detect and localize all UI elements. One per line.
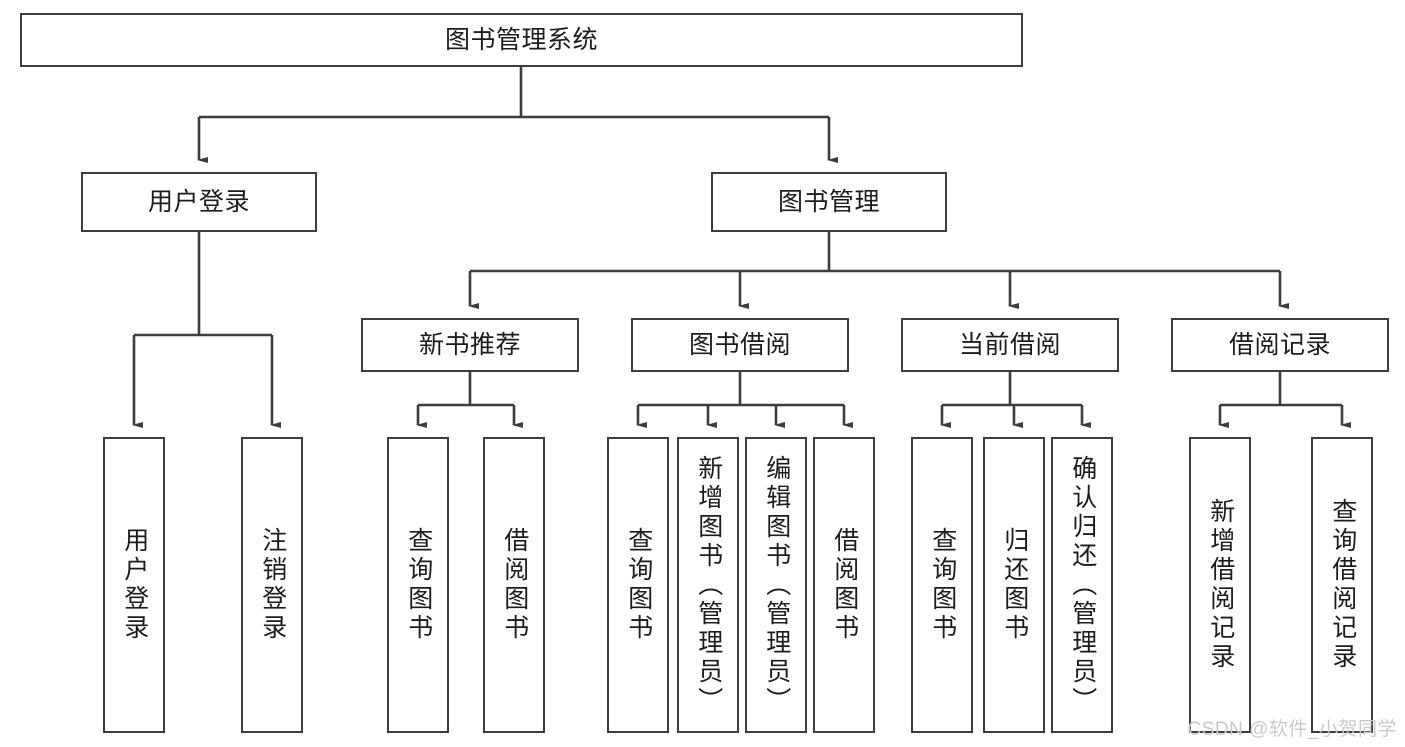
node-leaf-edit-book[interactable]: 编辑图书（管理员） bbox=[745, 437, 807, 733]
node-leaf-logout-label: 注销登录 bbox=[258, 527, 287, 643]
node-leaf-confirm-return-label: 确认归还（管理员） bbox=[1068, 454, 1097, 716]
node-book-manage-label: 图书管理 bbox=[777, 187, 880, 216]
node-leaf-user-login-label: 用户登录 bbox=[120, 527, 149, 643]
node-leaf-return-book[interactable]: 归还图书 bbox=[983, 437, 1045, 733]
node-leaf-query-book-1-label: 查询图书 bbox=[404, 527, 433, 643]
node-leaf-add-book-label: 新增图书（管理员） bbox=[694, 454, 723, 716]
node-user-login-label: 用户登录 bbox=[147, 187, 250, 216]
node-new-book-recommend[interactable]: 新书推荐 bbox=[361, 318, 579, 372]
node-leaf-query-record-label: 查询借阅记录 bbox=[1328, 498, 1357, 672]
node-borrow-record-label: 借阅记录 bbox=[1228, 330, 1331, 359]
node-current-borrow-label: 当前借阅 bbox=[958, 330, 1061, 359]
node-book-manage[interactable]: 图书管理 bbox=[711, 172, 947, 232]
node-root[interactable]: 图书管理系统 bbox=[20, 13, 1023, 67]
node-user-login[interactable]: 用户登录 bbox=[81, 172, 317, 232]
node-leaf-query-book-2-label: 查询图书 bbox=[624, 527, 653, 643]
node-leaf-query-book-2[interactable]: 查询图书 bbox=[607, 437, 669, 733]
node-leaf-query-record[interactable]: 查询借阅记录 bbox=[1311, 437, 1373, 733]
node-root-label: 图书管理系统 bbox=[444, 25, 598, 54]
node-leaf-borrow-book-2-label: 借阅图书 bbox=[830, 527, 859, 643]
node-leaf-borrow-book-2[interactable]: 借阅图书 bbox=[813, 437, 875, 733]
node-leaf-edit-book-label: 编辑图书（管理员） bbox=[762, 454, 791, 716]
node-book-borrow[interactable]: 图书借阅 bbox=[631, 318, 849, 372]
node-leaf-query-book-3[interactable]: 查询图书 bbox=[911, 437, 973, 733]
node-leaf-logout[interactable]: 注销登录 bbox=[241, 437, 303, 733]
node-leaf-return-book-label: 归还图书 bbox=[1000, 527, 1029, 643]
node-leaf-query-book-1[interactable]: 查询图书 bbox=[387, 437, 449, 733]
csdn-watermark: CSDN @软件_小贺同学 bbox=[1187, 719, 1397, 740]
node-leaf-add-book[interactable]: 新增图书（管理员） bbox=[677, 437, 739, 733]
node-leaf-borrow-book-1[interactable]: 借阅图书 bbox=[483, 437, 545, 733]
node-current-borrow[interactable]: 当前借阅 bbox=[901, 318, 1119, 372]
node-book-borrow-label: 图书借阅 bbox=[688, 330, 791, 359]
node-borrow-record[interactable]: 借阅记录 bbox=[1171, 318, 1389, 372]
node-new-book-recommend-label: 新书推荐 bbox=[418, 330, 521, 359]
node-leaf-user-login[interactable]: 用户登录 bbox=[103, 437, 165, 733]
node-leaf-query-book-3-label: 查询图书 bbox=[928, 527, 957, 643]
node-leaf-borrow-book-1-label: 借阅图书 bbox=[500, 527, 529, 643]
node-leaf-add-record-label: 新增借阅记录 bbox=[1206, 498, 1235, 672]
node-leaf-add-record[interactable]: 新增借阅记录 bbox=[1189, 437, 1251, 733]
node-leaf-confirm-return[interactable]: 确认归还（管理员） bbox=[1051, 437, 1113, 733]
